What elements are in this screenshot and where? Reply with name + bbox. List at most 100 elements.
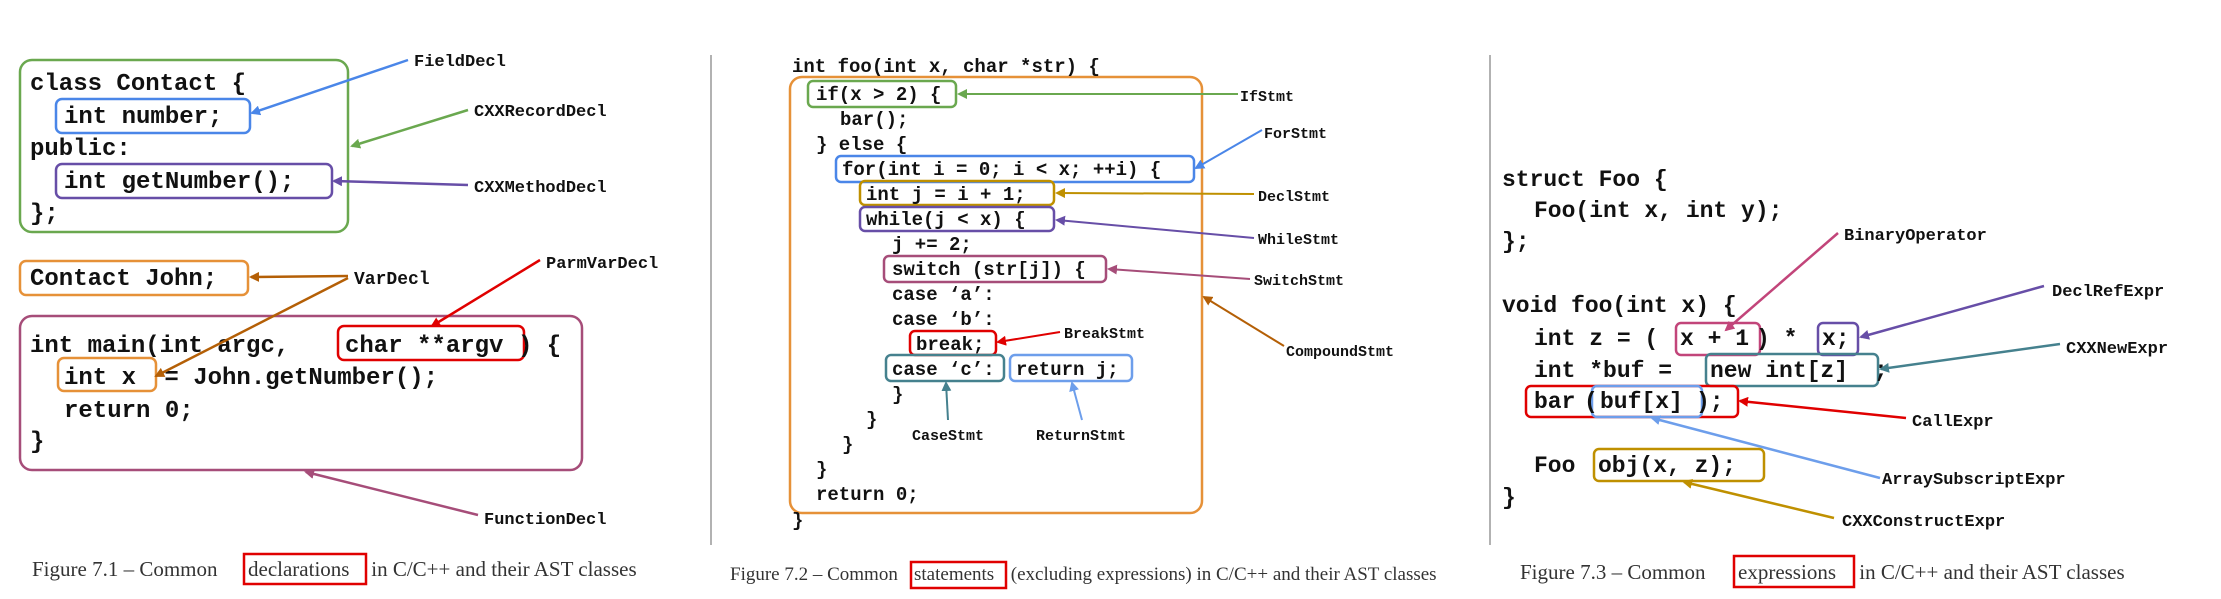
caption-7-1: Figure 7.1 – Common declarations in C/C+… [32, 557, 637, 581]
code-line: return 0; [64, 398, 194, 425]
arrow-compound-stmt [1202, 295, 1285, 347]
label-array-subscript-expr: ArraySubscriptExpr [1882, 471, 2066, 490]
box-cxx-construct-expr [1592, 447, 1766, 483]
arrow-var-decl-1 [249, 271, 349, 282]
label-decl-stmt: DeclStmt [1258, 189, 1330, 206]
code-line: class Contact { [30, 71, 246, 98]
code-line: void foo(int x) { [1502, 293, 1737, 319]
label-field-decl: FieldDecl [414, 53, 506, 72]
arrow-for-stmt [1194, 129, 1263, 169]
caption-7-3: Figure 7.3 – Common expressions in C/C++… [1520, 560, 2125, 584]
code-line: struct Foo { [1502, 167, 1668, 193]
code-line: int x = John.getNumber(); [64, 365, 438, 392]
code-line: Foo(int x, int y); [1534, 198, 1782, 224]
code-line: } [816, 459, 827, 481]
code-line: } [892, 384, 903, 406]
code-line: bar(); [840, 109, 908, 131]
arrow-field-decl [250, 58, 409, 116]
box-case-stmt [884, 353, 1006, 383]
label-parm-var-decl: ParmVarDecl [546, 255, 658, 274]
figure-7-2: int foo(int x, char *str) { if(x > 2) { … [730, 56, 1437, 590]
arrow-parm-var-decl [430, 258, 541, 328]
label-call-expr: CallExpr [1912, 413, 1994, 432]
code-line: for(int i = 0; i < x; ++i) { [842, 159, 1161, 181]
label-case-stmt: CaseStmt [912, 428, 984, 445]
label-var-decl: VarDecl [354, 270, 430, 290]
label-for-stmt: ForStmt [1264, 126, 1327, 143]
code-line: case ‘c’: [892, 359, 995, 381]
box-int-number [54, 97, 252, 135]
code-line: return j; [1016, 359, 1119, 381]
code-line: int *buf = new int[z]; [1534, 358, 1888, 384]
code-line: Foo obj(x, z); [1534, 453, 1736, 479]
box-class-contact [18, 58, 350, 234]
code-line: public: [30, 136, 131, 163]
code-line: } [792, 510, 803, 532]
label-switch-stmt: SwitchStmt [1254, 273, 1344, 290]
code-line: if(x > 2) { [816, 84, 941, 106]
arrow-method-decl [332, 176, 469, 187]
code-line: } [30, 429, 44, 456]
code-line: return 0; [816, 484, 919, 506]
box-main [18, 314, 584, 472]
label-while-stmt: WhileStmt [1258, 232, 1339, 249]
arrow-decl-stmt [1055, 188, 1255, 199]
caption-highlight-box [909, 560, 1008, 590]
arrow-record-decl [350, 108, 469, 149]
code-line: int foo(int x, char *str) { [792, 56, 1100, 78]
code-line: case ‘b’: [892, 309, 995, 331]
box-contact-john [18, 259, 250, 297]
box-cxx-new-expr [1704, 352, 1880, 388]
box-get-number [54, 162, 334, 200]
box-compound-stmt [788, 75, 1204, 515]
figure-7-3: struct Foo { Foo(int x, int y); }; void … [1502, 167, 2168, 589]
code-line: j += 2; [892, 234, 972, 256]
caption-highlight-box [1732, 554, 1856, 589]
code-line: } else { [816, 134, 907, 156]
label-cxx-method-decl: CXXMethodDecl [474, 179, 607, 198]
code-line: int main(int argc, char **argv) { [30, 333, 561, 360]
arrow-return-stmt [1069, 381, 1083, 421]
code-line: }; [30, 201, 59, 228]
arrow-switch-stmt [1107, 264, 1251, 280]
code-line: int z = (x + 1) * x; [1534, 326, 1850, 352]
label-cxx-new-expr: CXXNewExpr [2066, 340, 2168, 359]
code-line: while(j < x) { [866, 209, 1026, 231]
code-line: int j = i + 1; [866, 184, 1026, 206]
label-binary-operator: BinaryOperator [1844, 227, 1987, 246]
box-while-stmt [858, 205, 1056, 233]
box-decl-stmt [858, 179, 1056, 207]
code-line: break; [916, 334, 984, 356]
arrow-cxx-new-expr [1879, 342, 2061, 373]
caption-7-2: Figure 7.2 – Common statements (excludin… [730, 564, 1437, 585]
arrow-while-stmt [1055, 215, 1255, 239]
code-line: Contact John; [30, 266, 217, 293]
label-break-stmt: BreakStmt [1064, 326, 1145, 343]
arrow-binary-operator [1724, 232, 1839, 332]
caption-highlight-box [242, 552, 368, 586]
box-switch-stmt [882, 254, 1108, 284]
box-return-stmt [1008, 353, 1134, 383]
code-line: int number; [64, 104, 222, 131]
figure-7-1: class Contact { int number; public: int … [18, 53, 658, 586]
arrow-array-subscript-expr [1650, 415, 1881, 480]
code-line: switch (str[j]) { [892, 259, 1086, 281]
label-cxx-record-decl: CXXRecordDecl [474, 103, 607, 122]
arrow-break-stmt [996, 331, 1061, 346]
box-if-stmt [806, 79, 958, 109]
arrow-decl-ref-expr [1859, 284, 2045, 340]
box-array-subscript-expr [1590, 384, 1704, 419]
label-decl-ref-expr: DeclRefExpr [2052, 283, 2164, 302]
arrow-var-decl-2 [154, 276, 349, 378]
label-if-stmt: IfStmt [1240, 89, 1294, 106]
code-line: } [842, 434, 853, 456]
code-line: bar(buf[x]); [1534, 389, 1724, 415]
code-line: }; [1502, 229, 1530, 255]
code-line: case ‘a’: [892, 284, 995, 306]
label-cxx-construct-expr: CXXConstructExpr [1842, 513, 2005, 532]
code-line: } [866, 409, 877, 431]
arrow-call-expr [1738, 396, 1907, 420]
code-line: } [1502, 485, 1516, 511]
arrow-cxx-construct-expr [1682, 479, 1835, 520]
